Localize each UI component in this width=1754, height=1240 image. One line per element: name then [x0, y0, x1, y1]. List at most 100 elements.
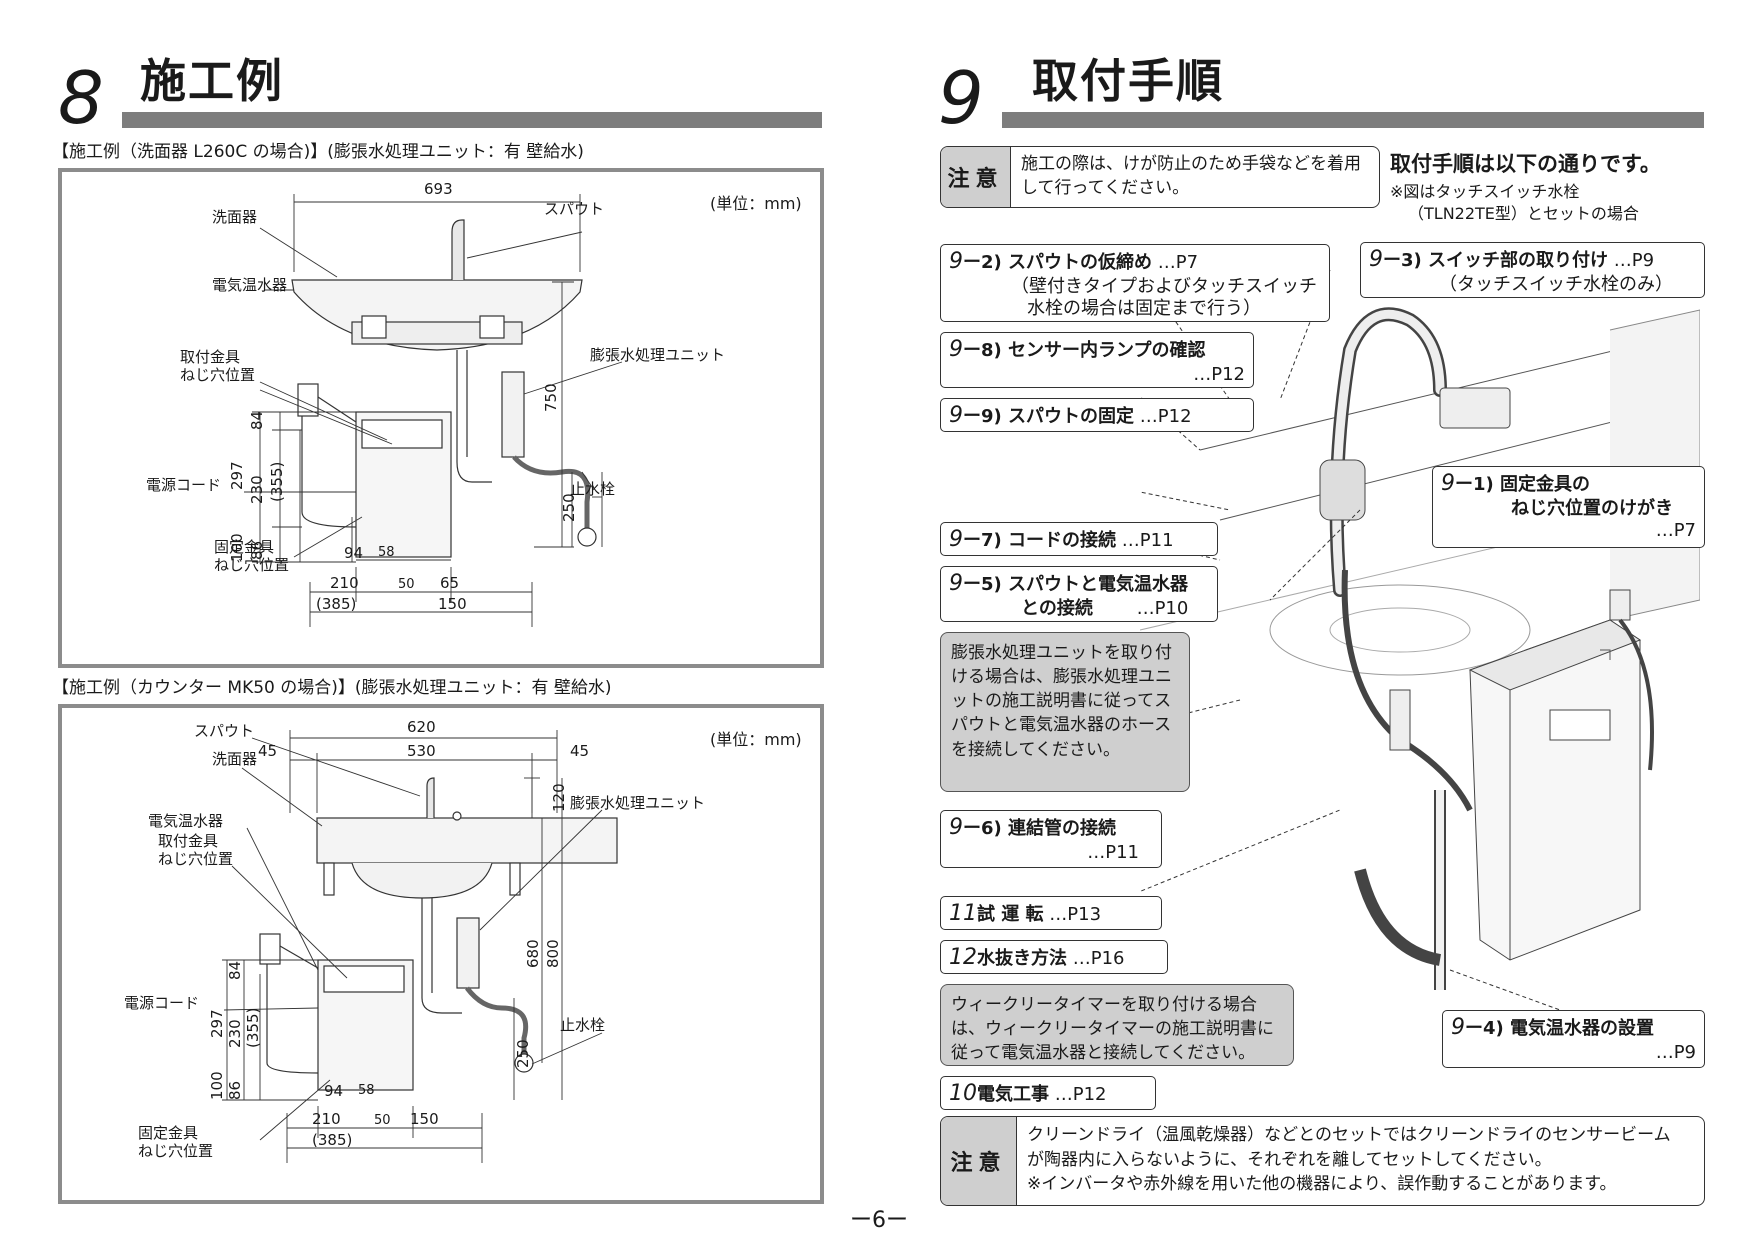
step-9-3-page: …P9	[1613, 250, 1655, 271]
dim-86: 86	[248, 541, 266, 560]
label-fix-bracket-1: 固定金具	[214, 538, 274, 556]
step-9-1-title: ー1) 固定金具の	[1455, 474, 1591, 495]
step-9-2: 9ー2) スパウトの仮締め …P7 （壁付きタイプおよびタッチスイッチ 水栓の場…	[940, 244, 1330, 322]
example1-drawing: (単位：mm)	[58, 168, 824, 668]
step-9-2-note-1: （壁付きタイプおよびタッチスイッチ	[1011, 275, 1317, 297]
section-bar-left	[122, 112, 822, 128]
step-9-7-title: ー7) コードの接続	[963, 530, 1117, 551]
dim-355: (355)	[268, 462, 286, 502]
step-9-8-page: …P12	[1193, 363, 1245, 385]
dim-620: 620	[407, 718, 436, 736]
example1-caption: 【施工例（洗面器 L260C の場合)】(膨張水処理ユニット：有 壁給水)	[52, 142, 584, 162]
dim-84: 84	[248, 411, 266, 430]
caution-bottom: 注意 クリーンドライ（温風乾燥器）などとのセットではクリーンドライのセンサービー…	[940, 1116, 1705, 1206]
intro-note-2: （TLN22TE型）とセットの場合	[1408, 204, 1639, 223]
example2-unit: (単位：mm)	[710, 730, 802, 749]
step-11-number: 11	[949, 901, 977, 926]
step-9-7-page: …P11	[1121, 530, 1174, 551]
expansion-unit-note: 膨張水処理ユニットを取り付ける場合は、膨張水処理ユニットの施工説明書に従ってスパ…	[940, 632, 1190, 792]
label-sink: 洗面器	[212, 208, 257, 226]
dim-45-left: 45	[258, 742, 277, 760]
step-9-5-title-2: との接続	[1021, 597, 1093, 619]
label-expansion-unit: 膨張水処理ユニット	[590, 346, 725, 364]
label-spout-2: スパウト	[194, 722, 254, 740]
label-stopcock: 止水栓	[570, 480, 615, 498]
step-12: 12水抜き方法 …P16	[940, 940, 1168, 974]
dim-385-2: (385)	[312, 1131, 352, 1149]
dim-800: 800	[544, 939, 562, 968]
label-heater-2: 電気温水器	[148, 812, 223, 830]
step-9-9-number: 9	[949, 403, 963, 428]
dim-750: 750	[542, 383, 560, 412]
caution-top-label: 注意	[941, 147, 1011, 207]
label-power-cord: 電源コード	[146, 476, 221, 494]
step-9-5: 9ー5) スパウトと電気温水器 との接続 …P10	[940, 566, 1218, 622]
caution-bottom-line-3: ※インバータや赤外線を用いた他の機器により、誤作動することがあります。	[1027, 1174, 1617, 1195]
step-9-7: 9ー7) コードの接続 …P11	[940, 522, 1218, 556]
dim-50-2: 50	[374, 1113, 391, 1128]
dim-210: 210	[330, 574, 359, 592]
dim-250-2: 250	[514, 1039, 532, 1068]
example2-caption: 【施工例（カウンター MK50 の場合)】(膨張水処理ユニット：有 壁給水)	[52, 678, 612, 698]
section-number-8: 8	[58, 56, 104, 140]
step-12-title: 水抜き方法	[977, 948, 1067, 969]
step-9-1-page: …P7	[1655, 520, 1696, 541]
step-9-1-title-2: ねじ穴位置のけがき	[1511, 497, 1673, 519]
step-9-6-title: ー6) 連結管の接続	[963, 818, 1117, 839]
dim-100: 100	[228, 533, 246, 562]
step-9-2-title: ー2) スパウトの仮締め	[963, 252, 1153, 273]
label-bracket-1: 取付金具	[180, 348, 240, 366]
dim-250: 250	[560, 493, 578, 522]
step-9-3: 9ー3) スイッチ部の取り付け …P9 （タッチスイッチ水栓のみ）	[1360, 242, 1705, 298]
label-expansion-unit-2: 膨張水処理ユニット	[570, 794, 705, 812]
caution-top: 注意 施工の際は、けが防止のため手袋などを着用して行ってください。	[940, 146, 1380, 208]
dim-65: 65	[440, 574, 459, 592]
step-9-9-page: …P12	[1139, 406, 1192, 427]
step-9-1-number: 9	[1441, 471, 1455, 496]
dim-45-right: 45	[570, 742, 589, 760]
step-11-title: 試 運 転	[977, 904, 1044, 925]
label-stopcock-2: 止水栓	[560, 1016, 605, 1034]
label-sink-2: 洗面器	[212, 750, 257, 768]
step-9-5-number: 9	[949, 571, 963, 596]
dim-693: 693	[424, 180, 453, 198]
example2-drawing: (単位：mm)	[58, 704, 824, 1204]
example1-svg: 洗面器 スパウト 電気温水器 取付金具 ねじ穴位置 膨張水処理ユニット 電源コー…	[146, 180, 725, 627]
dim-58: 58	[378, 545, 395, 560]
step-10-number: 10	[949, 1081, 977, 1106]
step-9-3-note: （タッチスイッチ水栓のみ）	[1439, 273, 1673, 295]
dim-297-2: 297	[208, 1009, 226, 1038]
dim-385: (385)	[316, 595, 356, 613]
step-9-1: 9ー1) 固定金具の ねじ穴位置のけがき …P7	[1432, 466, 1705, 548]
step-10: 10電気工事 …P12	[940, 1076, 1156, 1110]
label-bracket-2: ねじ穴位置	[180, 366, 255, 384]
dim-50: 50	[398, 577, 415, 592]
dim-94-2: 94	[324, 1082, 343, 1100]
page-number: ー6ー	[850, 1208, 908, 1233]
step-9-4-number: 9	[1451, 1015, 1465, 1040]
section-bar-right	[1002, 112, 1704, 128]
dim-150-2: 150	[410, 1110, 439, 1128]
step-9-6-number: 9	[949, 815, 963, 840]
section-title-right: 取付手順	[1032, 54, 1224, 108]
dim-84-2: 84	[226, 961, 244, 980]
section-number-9: 9	[938, 56, 984, 140]
dim-355-2: (355)	[244, 1008, 262, 1048]
dim-230-2: 230	[226, 1019, 244, 1048]
caution-top-text: 施工の際は、けが防止のため手袋などを着用して行ってください。	[1021, 154, 1361, 198]
caution-bottom-line-1: クリーンドライ（温風乾燥器）などとのセットではクリーンドライのセンサービーム	[1027, 1125, 1671, 1145]
dim-58-2: 58	[358, 1083, 375, 1098]
dim-297: 297	[228, 461, 246, 490]
dim-86-2: 86	[226, 1081, 244, 1100]
intro-title: 取付手順は以下の通りです。	[1390, 152, 1661, 176]
dim-150: 150	[438, 595, 467, 613]
step-9-8-number: 9	[949, 337, 963, 362]
label-fix-bracket-1-2: 固定金具	[138, 1124, 198, 1142]
step-11: 11試 運 転 …P13	[940, 896, 1162, 930]
step-9-3-number: 9	[1369, 247, 1383, 272]
step-9-2-note-2: 水栓の場合は固定まで行う）	[1027, 298, 1261, 319]
weekly-timer-note: ウィークリータイマーを取り付ける場合は、ウィークリータイマーの施工説明書に従って…	[940, 984, 1294, 1066]
step-9-2-number: 9	[949, 249, 963, 274]
caution-bottom-line-2: が陶器内に入らないように、それぞれを離してセットしてください。	[1027, 1149, 1552, 1170]
step-12-page: …P16	[1072, 948, 1125, 969]
